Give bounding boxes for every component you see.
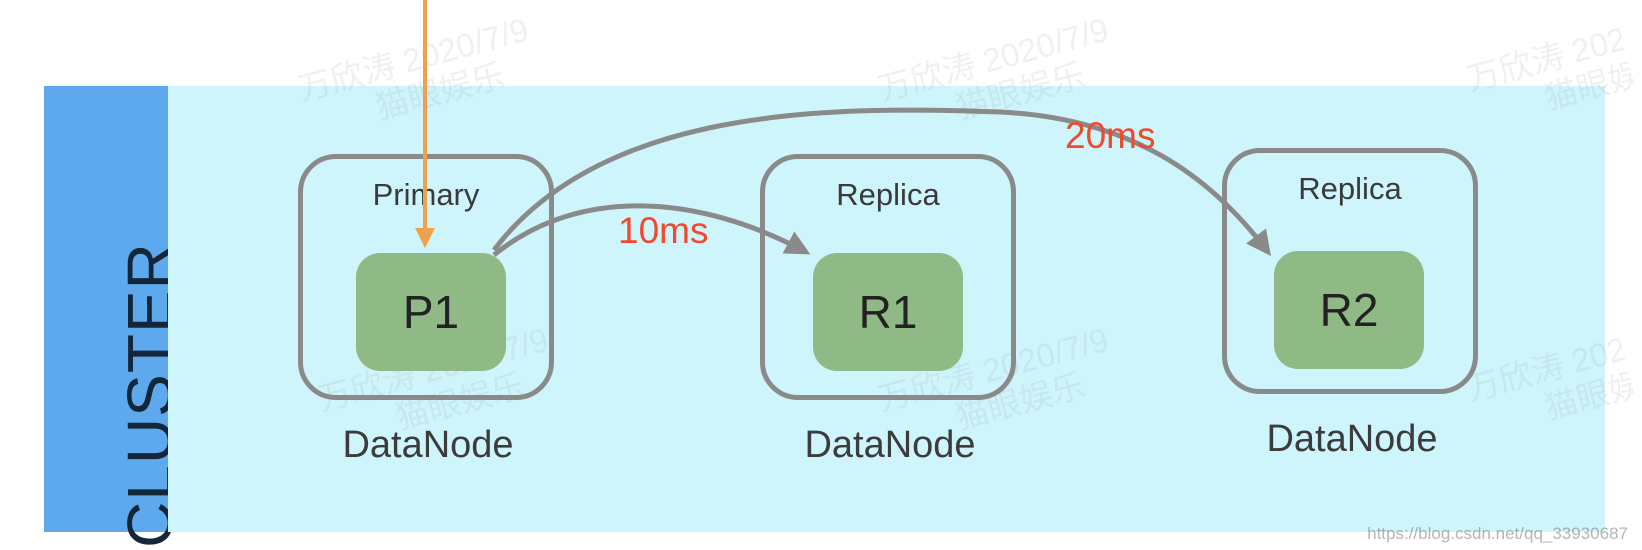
source-url: https://blog.csdn.net/qq_33930687: [1367, 524, 1628, 543]
node-role-label: Replica: [1298, 171, 1402, 206]
node-caption: DataNode: [1266, 418, 1438, 460]
replica-node-2: Replica R2: [1222, 148, 1478, 394]
shard-r2: R2: [1274, 251, 1424, 369]
latency-label-r2: 20ms: [1065, 115, 1156, 156]
shard-p1: P1: [356, 253, 506, 371]
node-caption: DataNode: [804, 424, 976, 466]
node-caption: DataNode: [342, 424, 514, 466]
node-role-label: Replica: [836, 177, 940, 212]
latency-label-r1: 10ms: [618, 210, 709, 251]
replica-node-1: Replica R1: [760, 154, 1016, 400]
cluster-bar: CLUSTER: [44, 86, 186, 548]
shard-r1: R1: [813, 253, 963, 371]
replication-arrow-r2: [492, 107, 1272, 256]
replication-arrow-r1: [492, 203, 811, 257]
